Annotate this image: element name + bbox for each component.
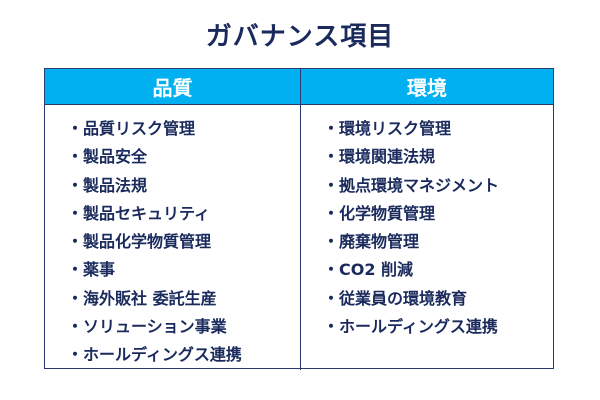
list-item-label: 製品化学物質管理 <box>83 232 212 252</box>
bullet-icon: ・ <box>323 203 340 223</box>
list-item-label: ホールディングス連携 <box>339 317 498 337</box>
bullet-icon: ・ <box>67 232 84 252</box>
list-item: ・製品化学物質管理 <box>67 228 300 256</box>
bullet-icon: ・ <box>323 260 340 280</box>
list-item-label: 廃棄物管理 <box>339 232 420 252</box>
quality-list: ・品質リスク管理・製品安全・製品法規・製品セキュリティ・製品化学物質管理・薬事・… <box>45 115 300 370</box>
column-header-environment: 環境 <box>301 69 553 105</box>
list-item: ・CO2 削減 <box>323 256 553 284</box>
list-item-label: 化学物質管理 <box>339 203 436 223</box>
list-item: ・環境関連法規 <box>323 143 553 171</box>
list-item: ・製品法規 <box>67 172 300 200</box>
page-title: ガバナンス項目 <box>205 22 395 52</box>
list-item-label: 海外販社 委託生産 <box>83 288 217 308</box>
bullet-icon: ・ <box>67 260 84 280</box>
list-item-label: ソリューション事業 <box>83 317 227 337</box>
list-item: ・従業員の環境教育 <box>323 285 553 313</box>
list-item-label: 従業員の環境教育 <box>339 288 468 308</box>
list-item-label: 拠点環境マネジメント <box>339 175 500 195</box>
list-item-label: 薬事 <box>83 260 116 280</box>
list-item-label: CO2 削減 <box>339 260 414 280</box>
list-item: ・製品セキュリティ <box>67 200 300 228</box>
list-item: ・品質リスク管理 <box>67 115 300 143</box>
bullet-icon: ・ <box>323 147 340 167</box>
list-item: ・ホールディングス連携 <box>67 341 300 369</box>
bullet-icon: ・ <box>323 288 340 308</box>
bullet-icon: ・ <box>67 119 84 138</box>
bullet-icon: ・ <box>323 175 340 195</box>
list-item-label: 製品セキュリティ <box>83 203 211 223</box>
bullet-icon: ・ <box>67 345 84 365</box>
list-item: ・薬事 <box>67 256 300 284</box>
list-item-label: 品質リスク管理 <box>83 119 196 138</box>
column-quality: ・品質リスク管理・製品安全・製品法規・製品セキュリティ・製品化学物質管理・薬事・… <box>45 105 301 370</box>
list-item: ・製品安全 <box>67 143 300 171</box>
bullet-icon: ・ <box>67 175 84 195</box>
list-item: ・拠点環境マネジメント <box>323 172 553 200</box>
list-item: ・化学物質管理 <box>323 200 553 228</box>
list-item: ・海外販社 委託生産 <box>67 285 300 313</box>
list-item-label: 製品安全 <box>83 147 148 167</box>
bullet-icon: ・ <box>323 317 340 337</box>
environment-list: ・環境リスク管理・環境関連法規・拠点環境マネジメント・化学物質管理・廃棄物管理・… <box>301 115 553 341</box>
bullet-icon: ・ <box>67 317 84 337</box>
list-item: ・廃棄物管理 <box>323 228 553 256</box>
list-item-label: 環境リスク管理 <box>339 119 452 138</box>
bullet-icon: ・ <box>67 288 84 308</box>
bullet-icon: ・ <box>323 232 340 252</box>
list-item-label: 環境関連法規 <box>339 147 436 167</box>
governance-table: 品質 環境 ・品質リスク管理・製品安全・製品法規・製品セキュリティ・製品化学物質… <box>44 68 554 370</box>
list-item: ・ソリューション事業 <box>67 313 300 341</box>
list-item-label: 製品法規 <box>83 175 148 195</box>
bullet-icon: ・ <box>67 203 84 223</box>
column-environment: ・環境リスク管理・環境関連法規・拠点環境マネジメント・化学物質管理・廃棄物管理・… <box>301 105 553 370</box>
bullet-icon: ・ <box>323 119 340 138</box>
bullet-icon: ・ <box>67 147 84 167</box>
column-header-quality: 品質 <box>45 69 301 105</box>
list-item: ・ホールディングス連携 <box>323 313 553 341</box>
list-item-label: ホールディングス連携 <box>83 345 242 365</box>
list-item: ・環境リスク管理 <box>323 115 553 143</box>
